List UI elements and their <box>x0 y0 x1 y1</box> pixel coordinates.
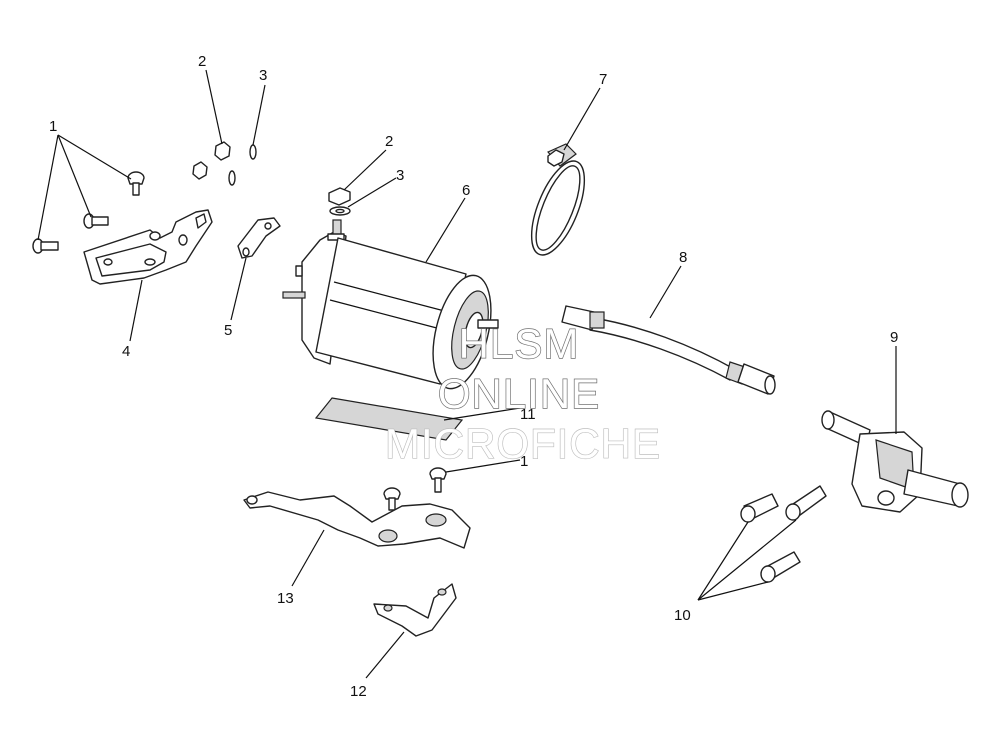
callout-2-top: 2 <box>198 53 206 70</box>
part-2-nuts-left <box>192 141 231 180</box>
watermark-line-2: ONLINE <box>438 370 600 417</box>
screw-1c <box>32 238 59 254</box>
callout-labels: 1 2 3 4 5 2 3 6 7 8 9 11 1 10 13 12 <box>49 53 898 700</box>
callout-2-motor: 2 <box>385 133 393 150</box>
part-3-washers-left <box>228 144 257 186</box>
callout-3-top: 3 <box>259 67 267 84</box>
bolt-10a <box>740 493 779 523</box>
callout-8: 8 <box>679 249 687 266</box>
bolt-10b <box>785 485 827 521</box>
callout-4: 4 <box>122 343 130 360</box>
watermark-line-3: MICROFICHE <box>385 420 661 467</box>
screw-1d <box>429 467 447 493</box>
watermark-line-1: HLSM <box>459 320 580 367</box>
part-9-drive-pinion <box>821 410 969 513</box>
part-5-plate <box>237 217 281 259</box>
callout-9: 9 <box>890 329 898 346</box>
watermark: HLSM ONLINE MICROFICHE <box>384 319 661 467</box>
part-10-bolts <box>740 485 827 583</box>
part-12-clip <box>373 583 457 637</box>
leader-lines <box>37 69 897 679</box>
bolt-10c <box>760 551 801 583</box>
callout-11: 11 <box>520 406 536 423</box>
callout-1-center: 1 <box>520 453 528 470</box>
callout-10: 10 <box>674 607 691 624</box>
part-13-support-plate <box>243 491 471 549</box>
callout-5: 5 <box>224 322 232 339</box>
callout-13: 13 <box>277 590 294 607</box>
screw-1a <box>127 171 145 196</box>
callout-12: 12 <box>350 683 367 700</box>
part-11-pad <box>314 397 464 441</box>
callout-3-motor: 3 <box>396 167 404 184</box>
part-1-screws-left <box>32 171 145 254</box>
screw-1b <box>83 213 109 229</box>
part-6-starter-motor <box>282 219 499 390</box>
callout-6: 6 <box>462 182 470 199</box>
part-8-cable <box>561 305 776 395</box>
callout-1-left: 1 <box>49 118 57 135</box>
part-7-clamp <box>530 143 586 256</box>
screw-1e <box>383 487 401 511</box>
part-2-nut-motor <box>328 187 351 206</box>
part-4-bracket <box>83 209 213 285</box>
callout-7: 7 <box>599 71 607 88</box>
part-1-screws-center <box>383 467 447 511</box>
part-3-washer-motor <box>329 206 351 216</box>
